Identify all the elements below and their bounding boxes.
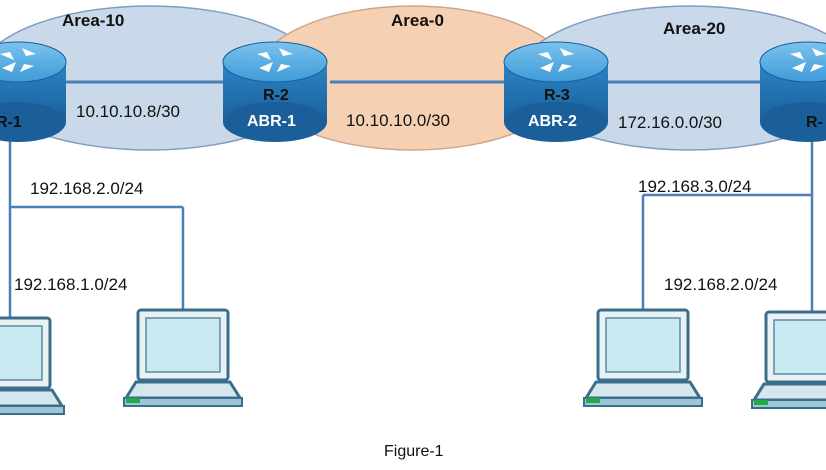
lan-left-wiring (8, 125, 185, 322)
link-r2-r3-subnet: 10.10.10.0/30 (346, 111, 450, 130)
router-r1-label: R-1 (0, 114, 22, 131)
router-r4-label: R- (806, 114, 823, 131)
laptop-icon[interactable] (0, 316, 66, 416)
laptop-icon[interactable] (122, 308, 244, 408)
figure-caption: Figure-1 (384, 443, 444, 460)
lan-left-lower-subnet: 192.168.1.0/24 (14, 275, 127, 294)
area-0-label: Area-0 (391, 11, 444, 30)
router-r2-label: R-2 (263, 87, 289, 104)
link-r3-r4-subnet: 172.16.0.0/30 (618, 113, 722, 132)
lan-right-lower-subnet: 192.168.2.0/24 (664, 275, 777, 294)
lan-right-wiring (641, 125, 814, 312)
area-10-label: Area-10 (62, 11, 124, 30)
laptop-icon[interactable] (750, 310, 826, 410)
router-r2[interactable] (222, 41, 328, 142)
abr-1-label: ABR-1 (247, 113, 296, 130)
router-r3[interactable] (503, 41, 609, 142)
lan-right-upper-subnet: 192.168.3.0/24 (638, 177, 751, 196)
laptop-icon[interactable] (582, 308, 704, 408)
area-20-label: Area-20 (663, 19, 725, 38)
lan-left-upper-subnet: 192.168.2.0/24 (30, 179, 143, 198)
router-r4[interactable] (759, 41, 826, 142)
router-r3-label: R-3 (544, 87, 570, 104)
router-r1[interactable] (0, 41, 67, 142)
abr-2-label: ABR-2 (528, 113, 577, 130)
link-r1-r2-subnet: 10.10.10.8/30 (76, 102, 180, 121)
